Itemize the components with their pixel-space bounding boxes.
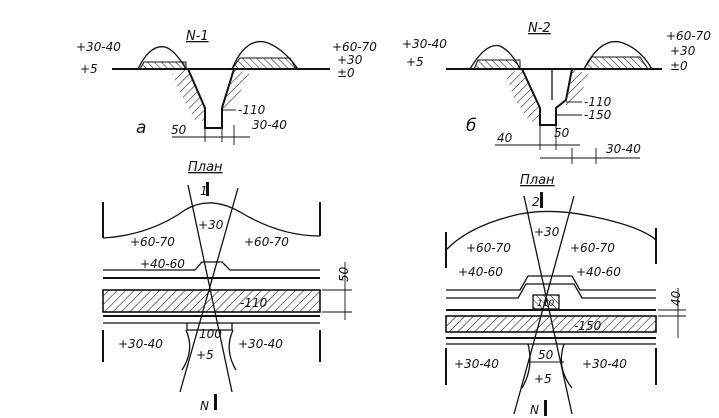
plan-b-section-mark: 2 (532, 195, 540, 209)
plan-b-z5: +5 (534, 372, 552, 386)
fig-b-dim-3040: 30-40 (606, 142, 641, 156)
fig-b-section-title: N-2 (528, 21, 551, 36)
plan-b-z6070-left: +60-70 (466, 241, 511, 255)
plan-b-dim-50: 50 (538, 348, 554, 362)
fig-a-right-top: +60-70 (332, 40, 377, 54)
fig-b-dim-50: 50 (554, 126, 570, 140)
fig-a-dim-3040: 30-40 (252, 118, 287, 132)
fig-a-left-top: +30-40 (76, 40, 121, 54)
fig-b-left-bottom: +5 (406, 55, 424, 69)
plan-a-depth: -110 (240, 296, 268, 310)
fig-b-left-top: +30-40 (402, 37, 447, 51)
plan-b-depth: -150 (574, 319, 602, 333)
plan-a-z6070-right: +60-70 (244, 235, 289, 249)
plan-a-dim-100: 100 (199, 327, 222, 341)
plan-b: План 40 2 N +30 (445, 173, 686, 417)
plan-a-z30: +30 (198, 218, 224, 232)
plan-a-z3040-left: +30-40 (118, 337, 163, 351)
plan-b-section-mark-2: N (530, 403, 539, 417)
plan-a-z5: +5 (196, 348, 214, 362)
fig-b-dim-40: 40 (497, 131, 513, 145)
fig-a-letter: а (136, 118, 146, 138)
plan-b-box: 110 (537, 299, 554, 309)
plan-b-dim-40: 40 (669, 290, 683, 306)
fig-a-left-bottom: +5 (80, 62, 98, 76)
fig-a-section-title: N-1 (186, 29, 209, 44)
fig-a-right-bottom: ±0 (337, 66, 355, 80)
plan-a-section-mark-2: N (200, 399, 209, 413)
fig-b-depth-1: -110 (584, 95, 612, 109)
fig-b-right-mid: +30 (670, 44, 696, 58)
plan-b-z4060-left: +40-60 (458, 265, 503, 279)
plan-b-z30: +30 (534, 225, 560, 239)
fig-b-letter: б (466, 116, 476, 136)
plan-a-section-mark: 1 (200, 184, 208, 198)
plan-b-z4060-right: +40-60 (576, 265, 621, 279)
plan-b-z3040-left: +30-40 (454, 357, 499, 371)
section-b: -110 -150 40 50 30-40 N-2 +30-40 +5 +60-… (402, 21, 711, 164)
fig-a-depth: -110 (238, 103, 266, 117)
fig-b-right-top: +60-70 (666, 29, 711, 43)
plan-a-dim-50: 50 (337, 266, 351, 282)
plan-b-z6070-right: +60-70 (570, 241, 615, 255)
fig-b-depth-2: -150 (584, 108, 612, 122)
section-a: -110 50 30-40 N-1 +30-40 +5 +60-70 +30 ±… (76, 29, 377, 145)
plan-b-title: План (520, 173, 555, 188)
plan-a: План 50 1 N +30 +60-70 +60 (102, 160, 352, 413)
plan-a-z6070-left: +60-70 (130, 235, 175, 249)
plan-b-z3040-right: +30-40 (582, 357, 627, 371)
plan-a-title: План (188, 160, 223, 175)
fig-a-dim-50: 50 (171, 123, 187, 137)
plan-a-z4060: +40-60 (140, 257, 185, 271)
fig-b-right-bottom: ±0 (670, 59, 688, 73)
plan-a-z3040-right: +30-40 (238, 337, 283, 351)
fig-a-right-mid: +30 (337, 53, 363, 67)
